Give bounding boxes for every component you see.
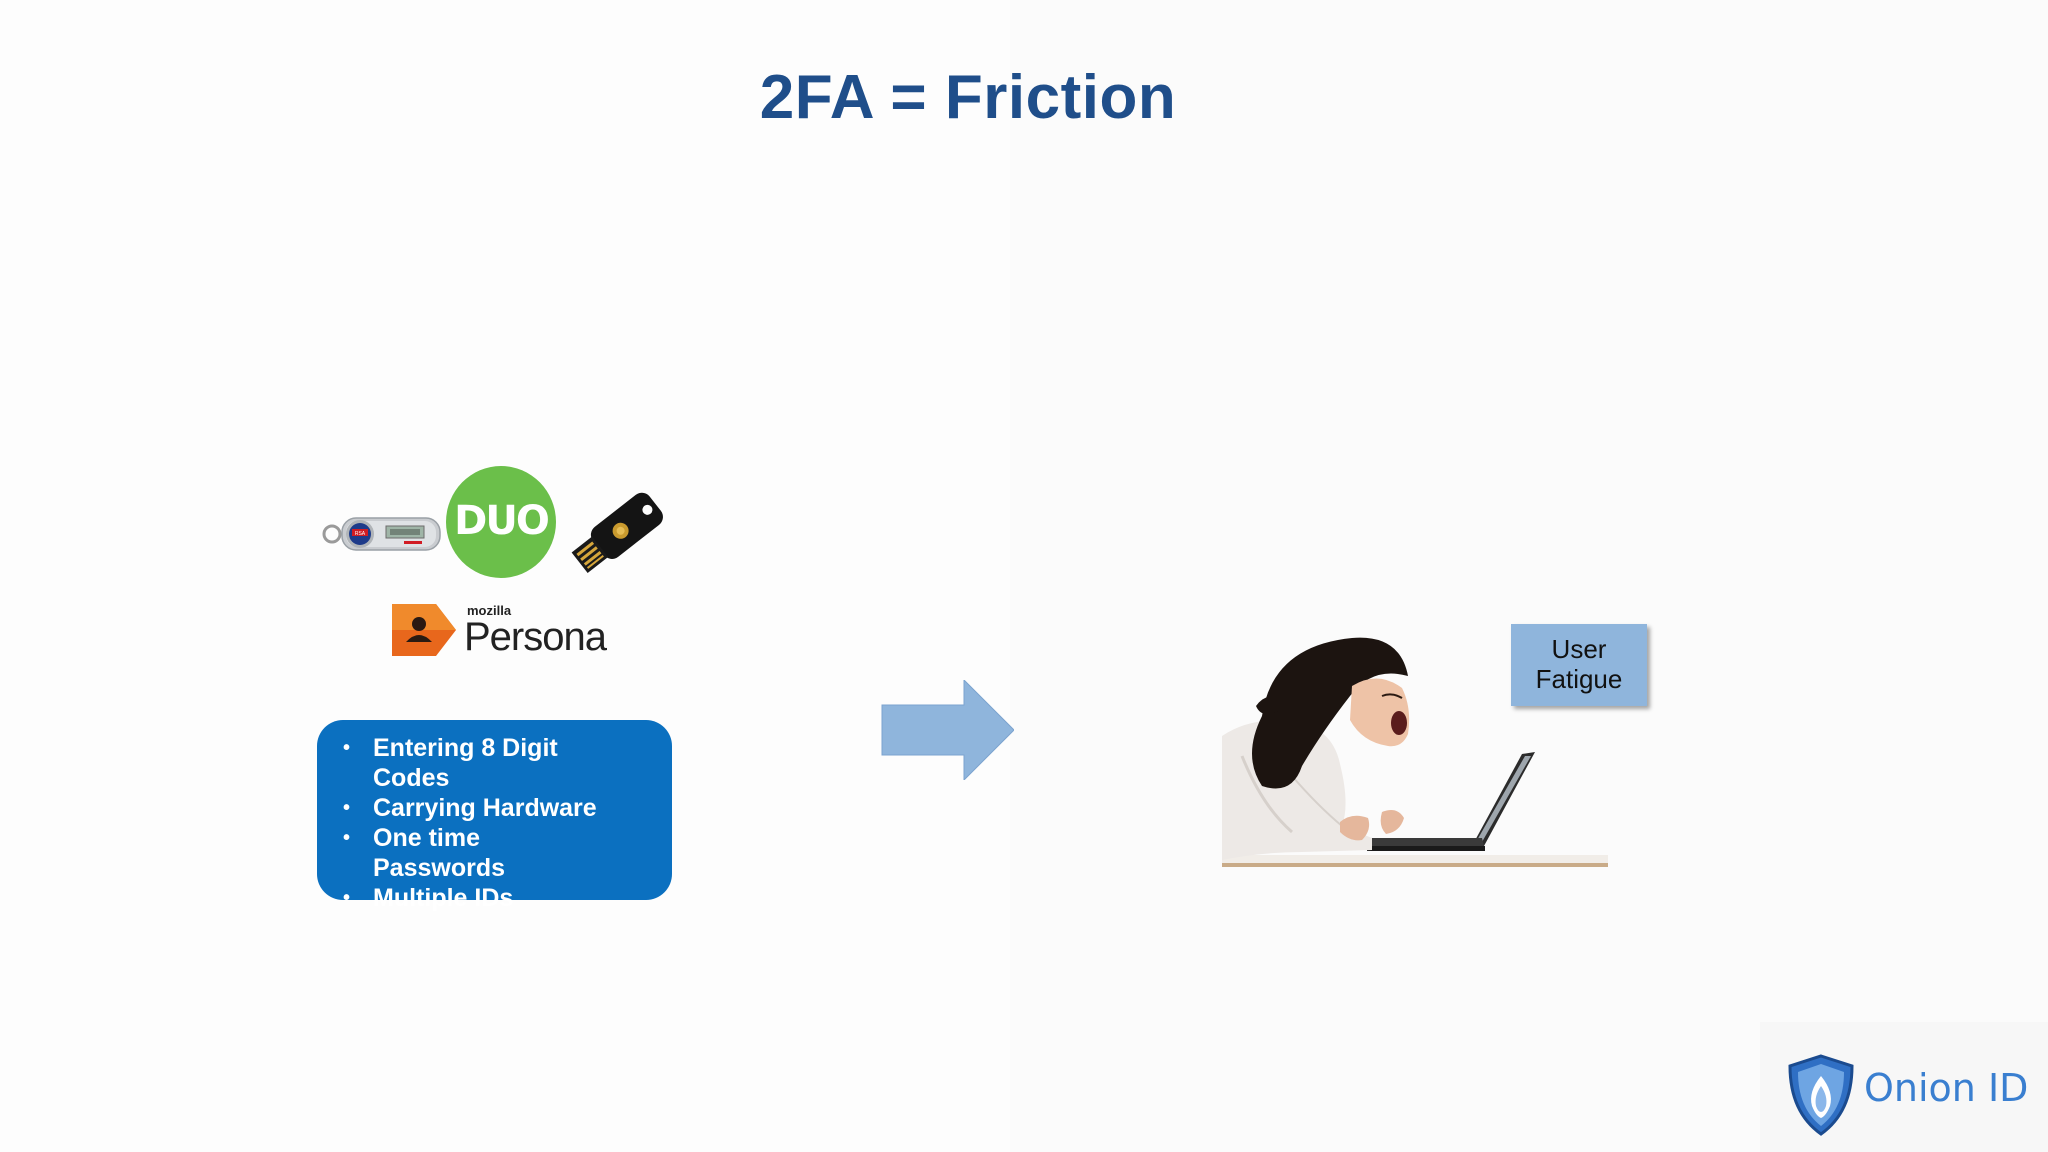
friction-points-box: •Entering 8 Digit Codes •Carrying Hardwa…	[317, 720, 672, 912]
right-arrow-icon	[881, 680, 1014, 780]
list-item: •One time Passwords	[343, 824, 506, 882]
persona-mozilla-label: mozilla	[467, 603, 512, 618]
brand-name: Onion ID	[1864, 1066, 2029, 1110]
user-fatigue-callout: User Fatigue	[1511, 624, 1647, 706]
duo-logo-icon: DUO	[446, 466, 556, 578]
callout-line-2: Fatigue	[1535, 664, 1623, 694]
friction-points-list: •Entering 8 Digit Codes •Carrying Hardwa…	[317, 733, 672, 913]
frustrated-user-illustration	[1222, 637, 1608, 867]
persona-logo-text: Persona	[464, 615, 607, 659]
bullet-text: Multiple IDs	[373, 884, 514, 912]
list-item: •Multiple IDs	[343, 884, 514, 912]
photo-area-shade	[1010, 0, 2048, 1152]
bullet-text: One time Passwords	[373, 824, 506, 882]
bullet-text: Entering 8 Digit Codes	[373, 734, 558, 792]
onion-shield-icon	[1788, 1054, 1854, 1136]
list-item: •Entering 8 Digit Codes	[343, 734, 558, 792]
slide-title: 2FA = Friction	[759, 63, 1177, 132]
bullet-text: Carrying Hardware	[373, 794, 597, 822]
list-item: •Carrying Hardware	[343, 794, 597, 822]
rsa-badge-text: RSA	[355, 531, 366, 537]
yubikey-icon	[571, 492, 663, 574]
duo-logo-text: DUO	[454, 498, 550, 544]
persona-icon	[392, 604, 456, 656]
rsa-token-icon: RSA	[322, 517, 441, 551]
callout-line-1: User	[1551, 634, 1607, 664]
